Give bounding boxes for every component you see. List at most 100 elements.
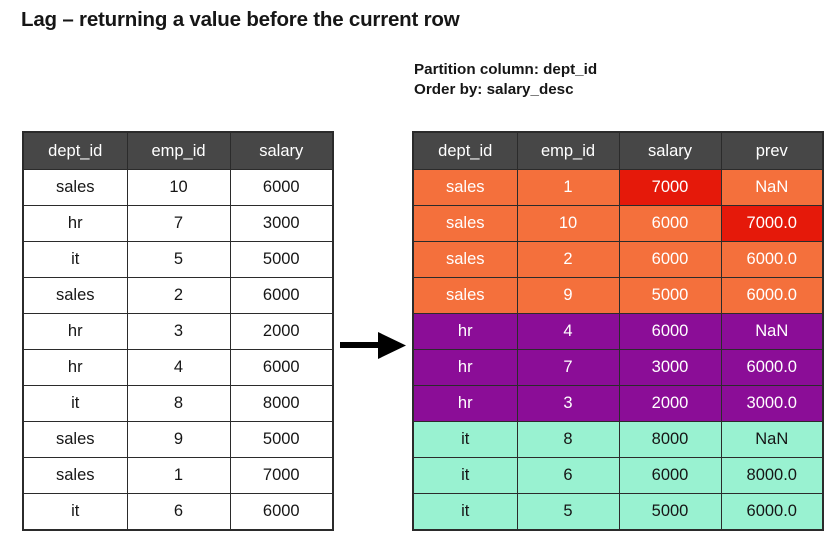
result-cell-dept_id: hr	[412, 313, 518, 350]
result-col-header-emp-id: emp_id	[516, 131, 620, 170]
input-cell-emp_id: 10	[126, 169, 231, 206]
result-cell-emp_id: 7	[516, 349, 620, 386]
result-cell-emp_id: 8	[516, 421, 620, 458]
result-cell-prev: 3000.0	[720, 385, 824, 422]
result-cell-dept_id: hr	[412, 385, 518, 422]
input-cell-dept_id: sales	[22, 457, 128, 494]
result-cell-dept_id: sales	[412, 169, 518, 206]
transform-arrow	[340, 330, 406, 362]
input-cell-dept_id: hr	[22, 349, 128, 386]
result-cell-salary: 2000	[618, 385, 722, 422]
result-cell-emp_id: 4	[516, 313, 620, 350]
result-col-header-dept-id: dept_id	[412, 131, 518, 170]
result-cell-emp_id: 1	[516, 169, 620, 206]
result-col-header-prev: prev	[720, 131, 824, 170]
result-cell-salary: 6000	[618, 205, 722, 242]
input-cell-salary: 3000	[229, 205, 334, 242]
input-cell-dept_id: sales	[22, 277, 128, 314]
input-cell-salary: 6000	[229, 277, 334, 314]
result-cell-prev: 8000.0	[720, 457, 824, 494]
input-cell-dept_id: it	[22, 385, 128, 422]
input-cell-dept_id: it	[22, 493, 128, 531]
input-cell-salary: 7000	[229, 457, 334, 494]
result-cell-emp_id: 10	[516, 205, 620, 242]
input-cell-salary: 8000	[229, 385, 334, 422]
input-cell-emp_id: 9	[126, 421, 231, 458]
order-by-line: Order by: salary_desc	[414, 81, 574, 98]
input-cell-emp_id: 2	[126, 277, 231, 314]
result-cell-emp_id: 2	[516, 241, 620, 278]
partition-caption: Partition column: dept_id Order by: sala…	[414, 60, 597, 100]
partition-column-line: Partition column: dept_id	[414, 61, 598, 78]
result-cell-prev: 7000.0	[720, 205, 824, 242]
result-cell-prev: 6000.0	[720, 349, 824, 386]
result-cell-salary: 7000	[618, 169, 722, 206]
input-cell-dept_id: it	[22, 241, 128, 278]
page-title: Lag – returning a value before the curre…	[21, 8, 460, 31]
input-cell-emp_id: 6	[126, 493, 231, 531]
result-cell-prev: 6000.0	[720, 493, 824, 531]
result-cell-salary: 6000	[618, 313, 722, 350]
result-cell-salary: 3000	[618, 349, 722, 386]
input-cell-emp_id: 1	[126, 457, 231, 494]
input-cell-salary: 2000	[229, 313, 334, 350]
input-cell-salary: 6000	[229, 493, 334, 531]
input-col-header-salary: salary	[229, 131, 334, 170]
input-cell-emp_id: 4	[126, 349, 231, 386]
result-cell-salary: 5000	[618, 277, 722, 314]
result-cell-dept_id: hr	[412, 349, 518, 386]
result-cell-salary: 5000	[618, 493, 722, 531]
input-cell-salary: 6000	[229, 349, 334, 386]
input-col-header-emp-id: emp_id	[126, 131, 231, 170]
result-cell-prev: 6000.0	[720, 241, 824, 278]
result-cell-prev: NaN	[720, 421, 824, 458]
result-table-header-row: dept_id emp_id salary prev	[412, 131, 824, 170]
input-table-header-row: dept_id emp_id salary	[22, 131, 334, 170]
input-cell-salary: 5000	[229, 241, 334, 278]
input-cell-emp_id: 8	[126, 385, 231, 422]
result-cell-emp_id: 5	[516, 493, 620, 531]
result-cell-emp_id: 3	[516, 385, 620, 422]
result-cell-dept_id: it	[412, 457, 518, 494]
result-cell-prev: NaN	[720, 169, 824, 206]
result-cell-salary: 8000	[618, 421, 722, 458]
result-cell-salary: 6000	[618, 241, 722, 278]
input-cell-dept_id: sales	[22, 169, 128, 206]
input-cell-emp_id: 3	[126, 313, 231, 350]
result-cell-dept_id: sales	[412, 205, 518, 242]
result-col-header-salary: salary	[618, 131, 722, 170]
input-col-header-dept-id: dept_id	[22, 131, 128, 170]
result-cell-dept_id: it	[412, 493, 518, 531]
result-cell-dept_id: sales	[412, 277, 518, 314]
result-cell-salary: 6000	[618, 457, 722, 494]
input-cell-salary: 6000	[229, 169, 334, 206]
result-cell-prev: 6000.0	[720, 277, 824, 314]
result-cell-emp_id: 6	[516, 457, 620, 494]
input-cell-salary: 5000	[229, 421, 334, 458]
input-cell-dept_id: hr	[22, 205, 128, 242]
input-cell-emp_id: 7	[126, 205, 231, 242]
